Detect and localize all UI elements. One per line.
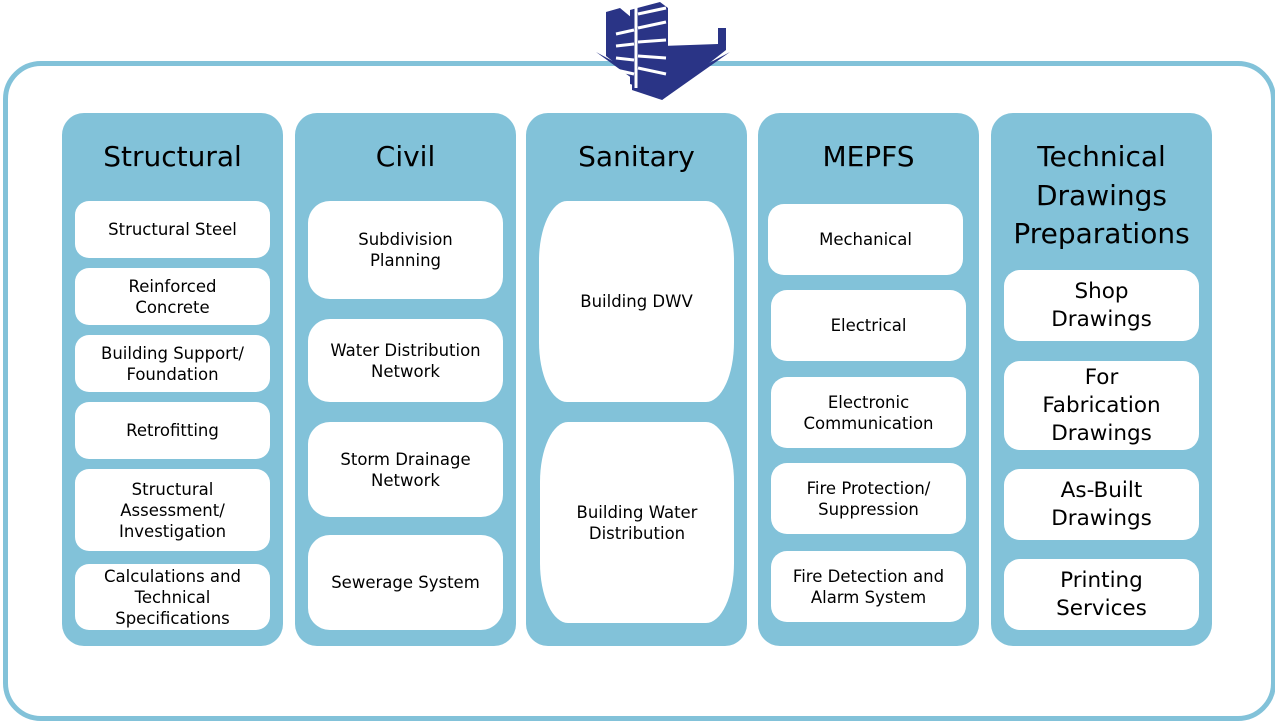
service-box: Reinforced Concrete <box>75 268 270 325</box>
service-box: For Fabrication Drawings <box>1004 361 1199 450</box>
building-logo-icon <box>596 2 730 100</box>
column-sanitary: Sanitary Building DWV Building Water Dis… <box>526 113 747 646</box>
column-technical-drawings: Technical Drawings Preparations Shop Dra… <box>991 113 1212 646</box>
service-box: Storm Drainage Network <box>308 422 503 517</box>
service-box: Water Distribution Network <box>308 319 503 402</box>
column-title: Technical Drawings Preparations <box>1013 140 1190 250</box>
service-box: Structural Assessment/ Investigation <box>75 469 270 551</box>
column-title: Structural <box>103 140 242 173</box>
service-box: Electronic Communication <box>771 377 966 448</box>
service-box: Retrofitting <box>75 402 270 459</box>
service-box: Printing Services <box>1004 559 1199 630</box>
column-structural: Structural Structural Steel Reinforced C… <box>62 113 283 646</box>
column-mepfs: MEPFS Mechanical Electrical Electronic C… <box>758 113 979 646</box>
service-box: Shop Drawings <box>1004 270 1199 341</box>
service-box: Fire Protection/ Suppression <box>771 463 966 534</box>
service-box: Electrical <box>771 290 966 361</box>
service-box: Fire Detection and Alarm System <box>771 551 966 622</box>
column-civil: Civil Subdivision Planning Water Distrib… <box>295 113 516 646</box>
column-title: Civil <box>375 140 436 173</box>
service-box: Building Support/ Foundation <box>75 335 270 392</box>
column-title: MEPFS <box>822 140 915 173</box>
service-box: Subdivision Planning <box>308 201 503 299</box>
service-box: As-Built Drawings <box>1004 469 1199 540</box>
service-box: Building DWV <box>539 201 734 402</box>
service-box: Building Water Distribution <box>540 422 734 623</box>
service-box: Sewerage System <box>308 535 503 630</box>
service-box: Calculations and Technical Specification… <box>75 564 270 630</box>
service-box: Structural Steel <box>75 201 270 258</box>
column-title: Sanitary <box>578 140 695 173</box>
service-box: Mechanical <box>768 204 963 275</box>
